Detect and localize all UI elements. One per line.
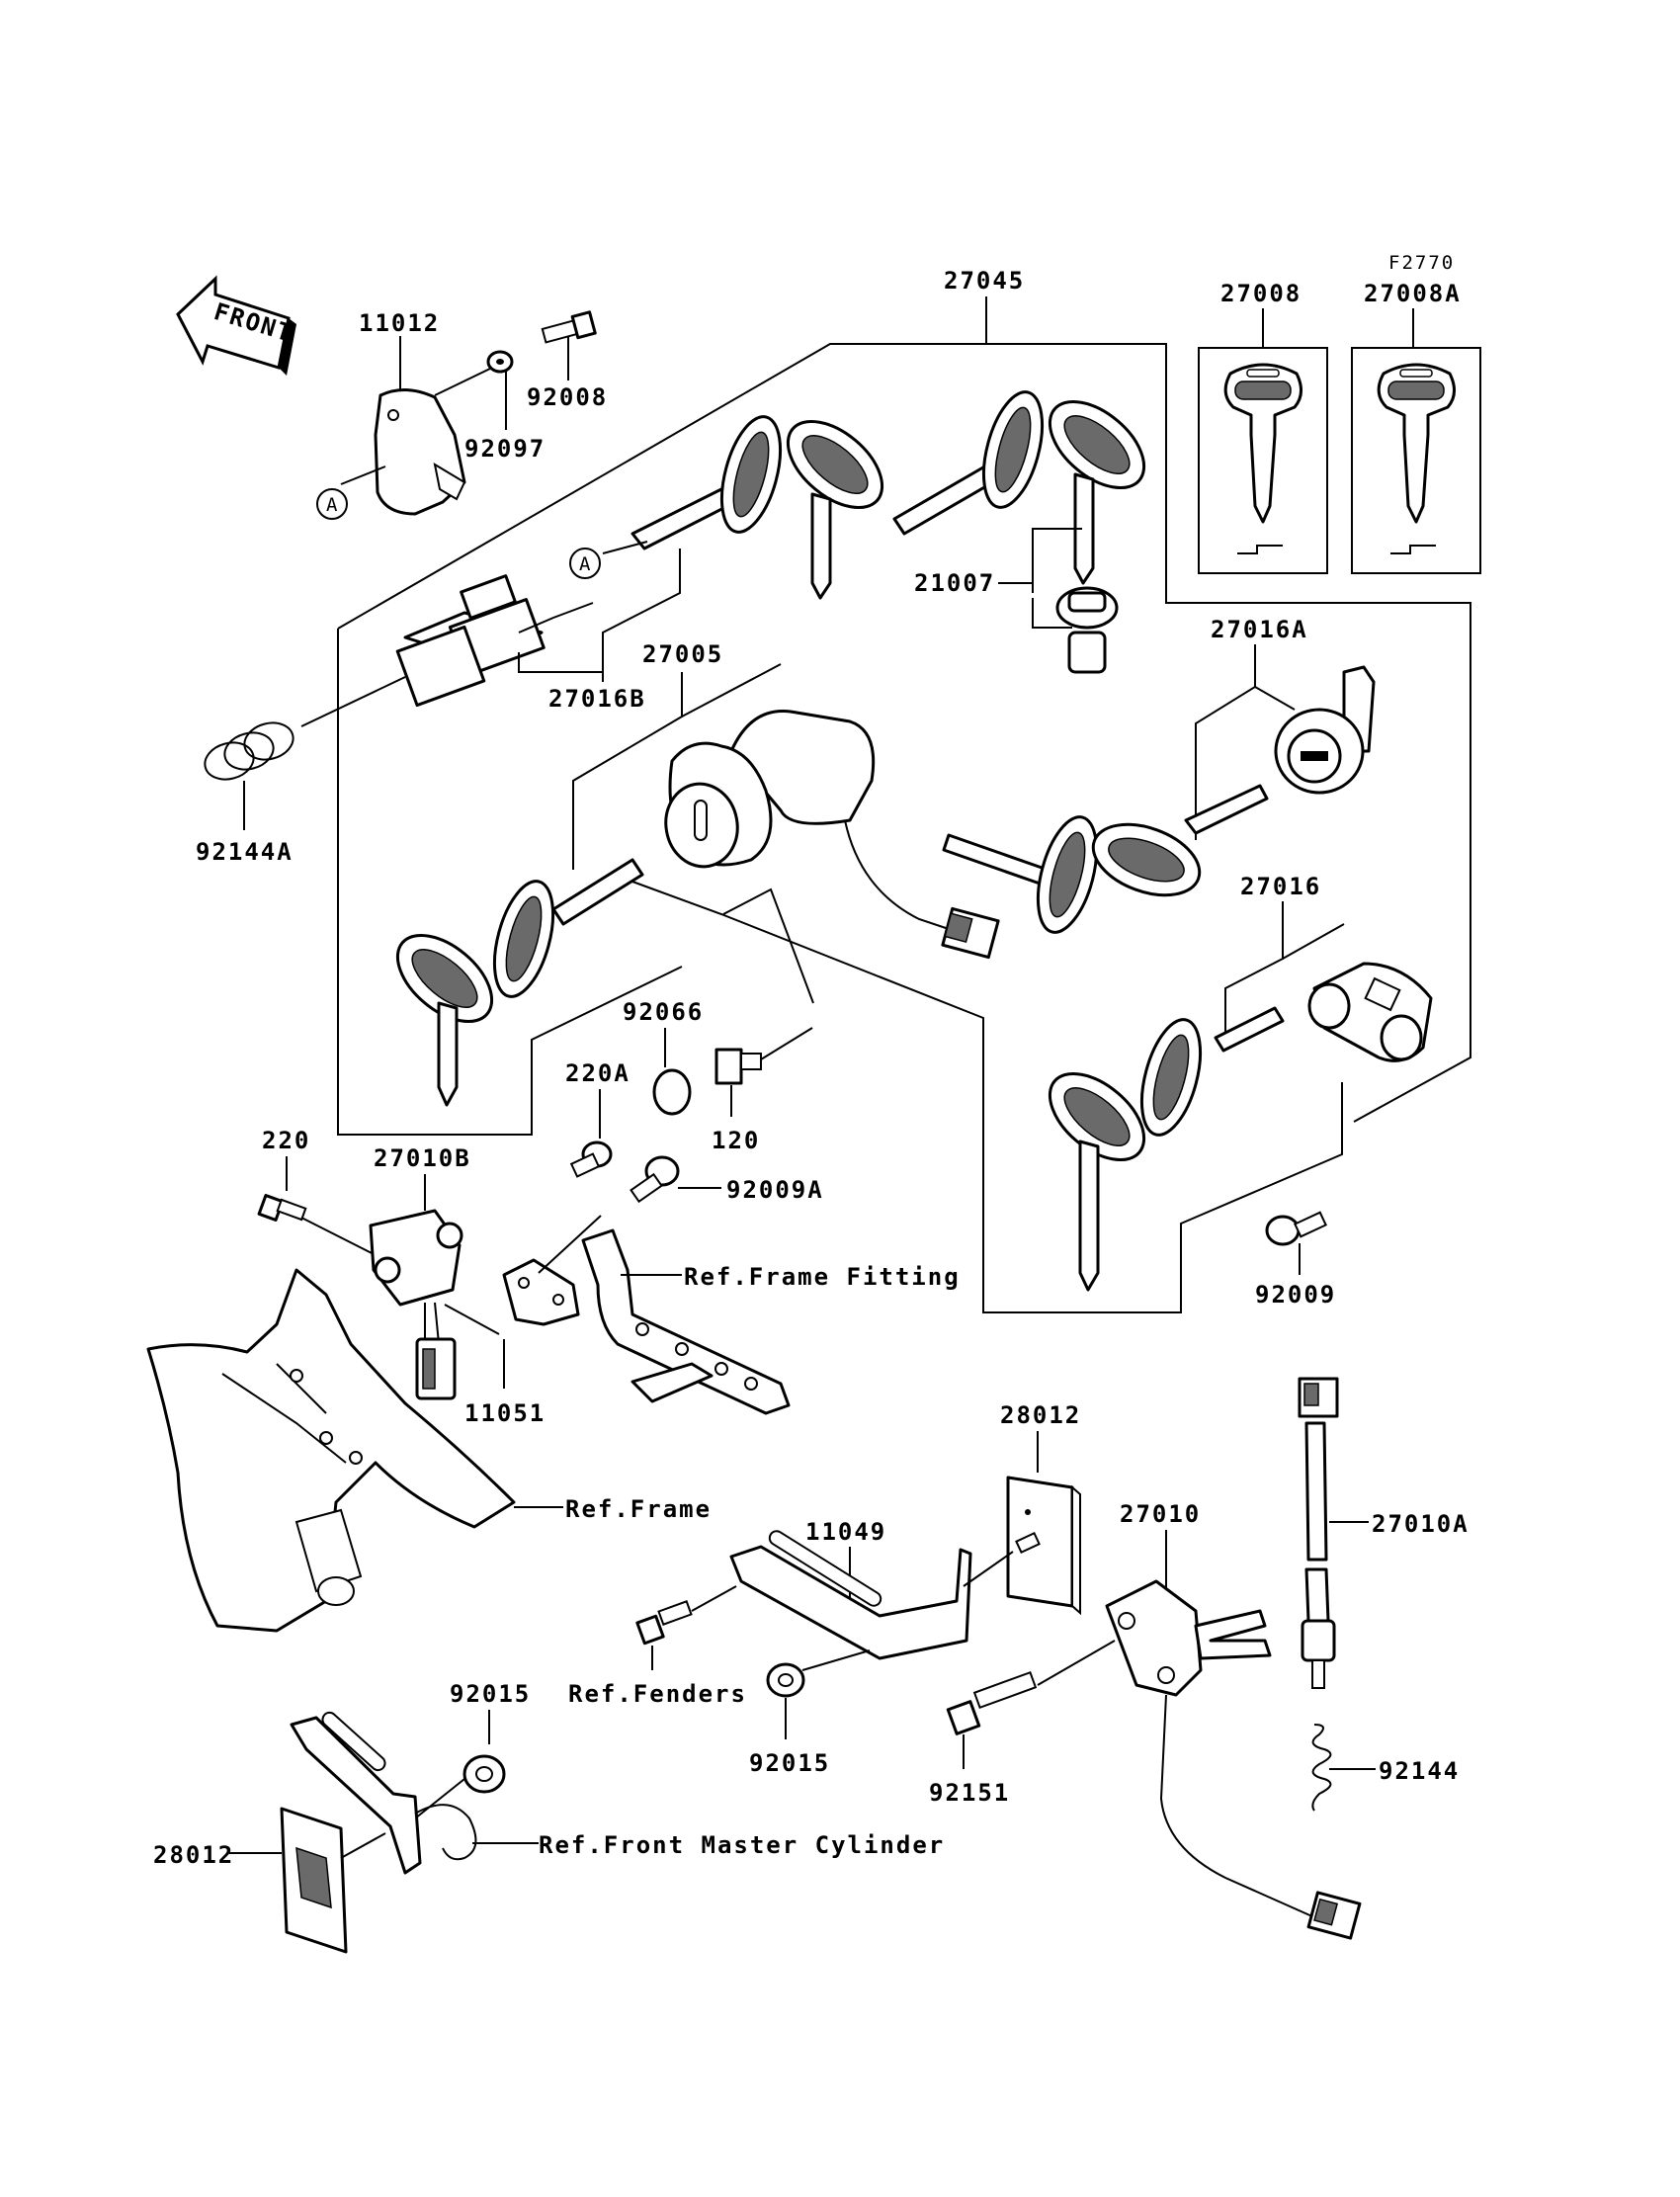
label-27016: 27016: [1240, 873, 1321, 900]
label-92066: 92066: [623, 998, 704, 1026]
bolt-220-icon: [257, 1194, 307, 1222]
svg-text:A: A: [326, 494, 339, 516]
nut-92015-mid-icon: [766, 1662, 805, 1698]
label-27008: 27008: [1220, 280, 1302, 307]
lock-cylinder-27016B: [395, 574, 546, 708]
label-120: 120: [712, 1127, 760, 1154]
ignition-switch-27005: [664, 710, 1000, 960]
label-28012-top: 28012: [1000, 1401, 1081, 1429]
label-92097: 92097: [464, 435, 546, 463]
washer-92097-icon: [486, 350, 514, 374]
frame-fitting-bracket-icon: [581, 1228, 791, 1415]
label-27005: 27005: [642, 640, 723, 668]
bolt-fenders-icon: [635, 1600, 693, 1646]
label-92009A: 92009A: [726, 1176, 824, 1204]
label-27045: 27045: [944, 267, 1025, 295]
bracket-master-cylinder-icon: [290, 1711, 477, 1875]
bolt-92151-icon: [946, 1670, 1038, 1735]
label-27008A: 27008A: [1364, 280, 1462, 307]
label-11051: 11051: [464, 1399, 546, 1427]
pad-28012-top-icon: [1006, 1476, 1081, 1616]
label-11012: 11012: [359, 309, 440, 337]
screw-120-icon: [714, 1048, 762, 1085]
label-27010A: 27010A: [1372, 1510, 1470, 1538]
screw-92009A-icon: [630, 1155, 680, 1204]
leader-a1: [340, 465, 386, 485]
key-27008-icon: [1223, 363, 1302, 554]
cap-21007-icon: [1055, 586, 1119, 674]
ref-front-master-cylinder: Ref.Front Master Cylinder: [539, 1831, 945, 1859]
key-pair-27016-icon: [1048, 1006, 1285, 1292]
nut-92015-left-icon: [462, 1754, 506, 1794]
label-92008: 92008: [527, 383, 608, 411]
svg-text:A: A: [579, 553, 592, 575]
screw-92009-icon: [1265, 1211, 1327, 1246]
ref-frame-fitting: Ref.Frame Fitting: [684, 1263, 961, 1291]
label-220A: 220A: [565, 1059, 630, 1087]
label-11049: 11049: [805, 1518, 886, 1546]
pad-28012-bottom-icon: [280, 1807, 348, 1954]
screw-220A-icon: [569, 1141, 613, 1178]
bracket-11051-icon: [502, 1258, 580, 1326]
cover-plate-11012: [374, 388, 466, 516]
label-27016A: 27016A: [1211, 616, 1308, 643]
lock-27016A-icon: [1274, 665, 1376, 795]
spring-92144A-icon: [204, 721, 294, 781]
figure-code: F2770: [1388, 252, 1455, 274]
label-27010: 27010: [1120, 1500, 1201, 1528]
label-92144A: 92144A: [196, 838, 294, 866]
plug-92066-icon: [652, 1068, 692, 1116]
label-28012-bottom: 28012: [153, 1841, 234, 1869]
label-92015-mid: 92015: [749, 1749, 830, 1777]
label-92015-left: 92015: [450, 1680, 531, 1708]
label-92144: 92144: [1379, 1757, 1460, 1785]
callout-a-icon: A: [316, 488, 348, 520]
frame-icon: [146, 1268, 516, 1633]
ref-fenders: Ref.Fenders: [568, 1680, 747, 1708]
key-pair-27005-icon: [395, 858, 644, 1107]
label-21007: 21007: [914, 569, 995, 597]
switch-27010A-icon: [1298, 1377, 1339, 1689]
label-220: 220: [262, 1127, 310, 1154]
front-arrow-icon: FRONT: [176, 275, 296, 376]
switch-27010B-icon: [369, 1209, 463, 1400]
bracket-11049-icon: [729, 1530, 1041, 1660]
key-box-27008A: [1351, 347, 1481, 574]
key-pair-left-icon: [630, 415, 884, 600]
bracket-27045: [337, 343, 1471, 1123]
spring-92144-icon: [1311, 1724, 1332, 1812]
screw-92008-icon: [541, 310, 597, 344]
key-box-27008: [1198, 347, 1328, 574]
key-27008A-icon: [1377, 363, 1456, 554]
key-pair-27016A-icon: [942, 784, 1269, 934]
label-92151: 92151: [929, 1779, 1010, 1807]
callout-a2-icon: A: [569, 548, 601, 579]
ref-frame: Ref.Frame: [565, 1495, 712, 1523]
label-27016B: 27016B: [548, 685, 646, 713]
switch-27010-icon: [1105, 1579, 1362, 1940]
label-27010B: 27010B: [374, 1144, 471, 1172]
key-pair-right-icon: [892, 390, 1146, 585]
label-92009: 92009: [1255, 1281, 1336, 1309]
lock-27016-icon: [1307, 962, 1433, 1062]
